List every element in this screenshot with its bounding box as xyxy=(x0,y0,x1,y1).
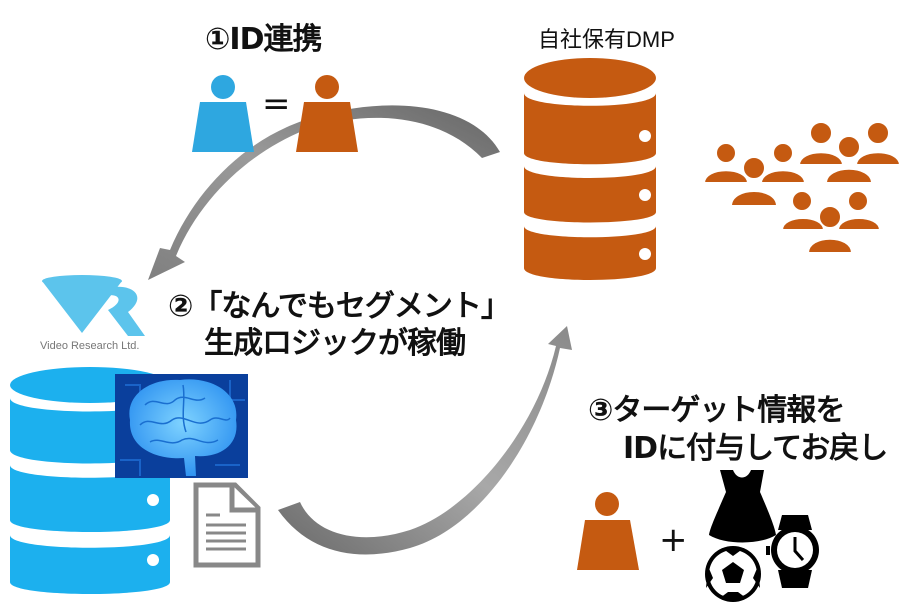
dress-icon xyxy=(709,470,776,543)
dmp-label: 自社保有DMP xyxy=(538,27,675,52)
step-3-title-line1: ③ターゲット情報を xyxy=(588,393,845,428)
document-icon xyxy=(193,482,261,568)
step-2-title-line1: ②「なんでもセグメント」 xyxy=(168,289,511,324)
step-2-title-line2: 生成ロジックが稼働 xyxy=(204,326,466,361)
vr-logo-icon xyxy=(42,275,145,336)
equals-sign: = xyxy=(262,84,291,124)
brain-icon xyxy=(115,374,248,478)
plus-sign: + xyxy=(659,520,688,560)
soccer-ball-icon xyxy=(705,546,761,602)
curved-arrow-icon xyxy=(148,105,500,280)
person-icon xyxy=(577,492,639,570)
step-3-title-line2: IDに付与してお戻し xyxy=(623,431,888,466)
database-icon xyxy=(524,58,656,280)
vr-company-name: Video Research Ltd. xyxy=(40,340,140,352)
people-group-icon xyxy=(702,121,902,254)
person-icon xyxy=(192,75,254,152)
watch-icon xyxy=(766,515,819,588)
person-icon xyxy=(296,75,358,152)
curved-arrow-icon xyxy=(278,326,572,555)
step-1-title: ①ID連携 xyxy=(205,22,322,57)
